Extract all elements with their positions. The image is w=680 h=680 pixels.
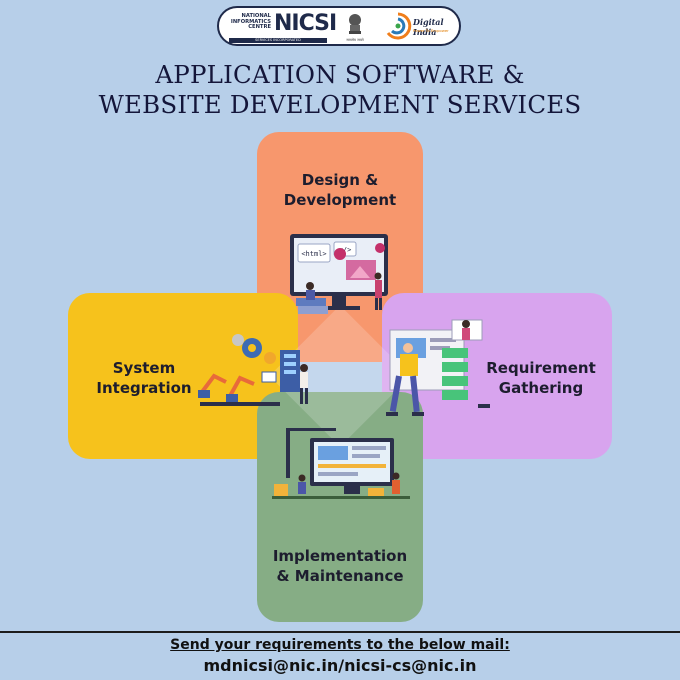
implementation-maintenance-label: Implementation & Maintenance [257,546,423,586]
footer-instruction: Send your requirements to the below mail… [170,637,510,653]
digital-india-logo-icon [386,12,412,40]
nic-logo-text: NATIONAL INFORMATICS CENTRE [229,13,272,31]
requirement-gathering-line-2: Gathering [498,379,584,397]
digital-india-name: Digital India [413,17,444,37]
nic-line-2: INFORMATICS [230,18,271,25]
code-tag-label: </> [339,246,352,254]
system-integration-line-2: Integration [96,379,192,397]
page-title-line-1: APPLICATION SOFTWARE & [155,60,525,89]
design-development-line-1: Design & [301,171,379,189]
requirement-gathering-line-1: Requirement [486,359,596,377]
system-integration-label: System Integration [82,358,206,398]
nic-line-3: CENTRE [248,24,271,31]
implementation-maintenance-line-1: Implementation [272,547,408,565]
html-tag-label: <html> [301,250,326,258]
partner-logos-banner: NATIONAL INFORMATICS CENTRE NICSI SERVIC… [217,6,461,46]
design-development-label: Design & Development [257,170,423,210]
nicsi-logo: NICSI [274,11,337,36]
nic-line-1: NATIONAL [241,13,272,19]
design-development-line-2: Development [283,191,397,209]
requirement-gathering-label: Requirement Gathering [473,358,609,398]
nicsi-subtitle: SERVICES INCORPORATED [229,38,327,43]
implementation-maintenance-panel [257,392,423,622]
contact-emails[interactable]: mdnicsi@nic.in/nicsi-cs@nic.in [203,656,477,675]
system-integration-line-1: System [112,359,176,377]
emblem-caption: सत्यमेव जयते [346,38,364,42]
requirement-gathering-illustration [386,319,490,416]
page-title-line-2: WEBSITE DEVELOPMENT SERVICES [98,90,582,119]
design-development-illustration: <html> </> [290,234,388,314]
digital-india-tagline: Power To Empower [413,28,449,33]
national-emblem-icon [349,14,361,34]
footer-divider [0,631,680,633]
system-integration-illustration [198,334,308,406]
implementation-maintenance-line-2: & Maintenance [276,567,404,585]
implementation-maintenance-illustration [272,428,410,499]
